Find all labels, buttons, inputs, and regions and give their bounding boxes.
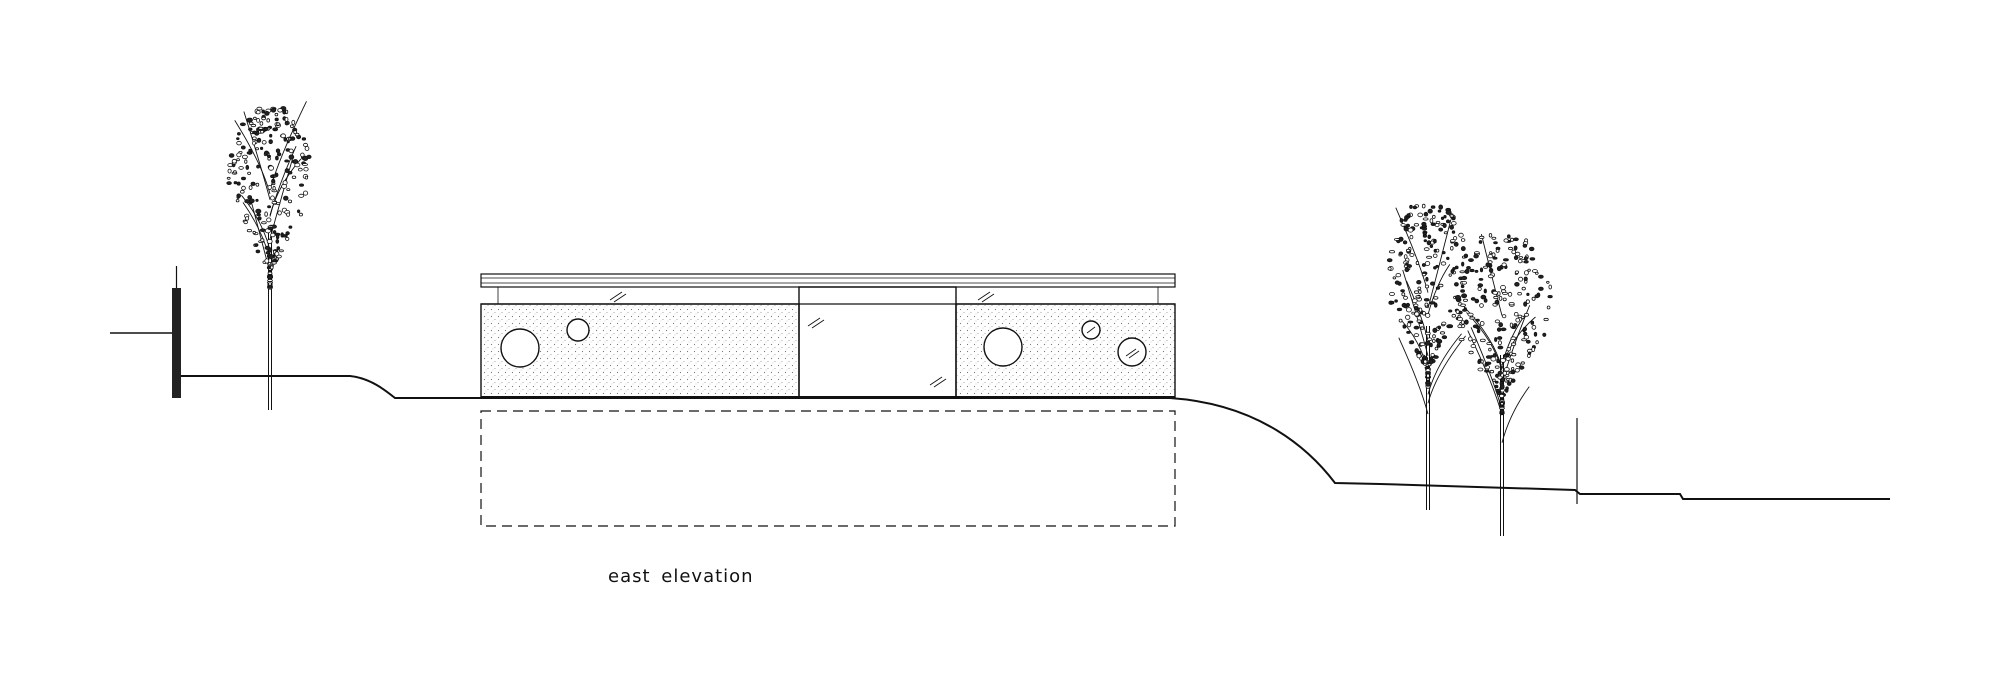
porthole-window: [983, 327, 1023, 367]
tree-right-1: [1386, 203, 1471, 510]
roof-slab: [480, 273, 1176, 288]
porthole-window: [566, 318, 590, 342]
drawing-caption: east elevation: [608, 566, 754, 587]
ground-line: [180, 375, 1890, 500]
tree-right-2: [1451, 233, 1553, 536]
building: [480, 273, 1176, 527]
basement-outline: [480, 410, 1176, 527]
retaining-post: [172, 288, 181, 398]
tree-left: [226, 101, 312, 410]
porthole-window: [500, 328, 540, 368]
glass-reflection-marks: [609, 291, 995, 388]
